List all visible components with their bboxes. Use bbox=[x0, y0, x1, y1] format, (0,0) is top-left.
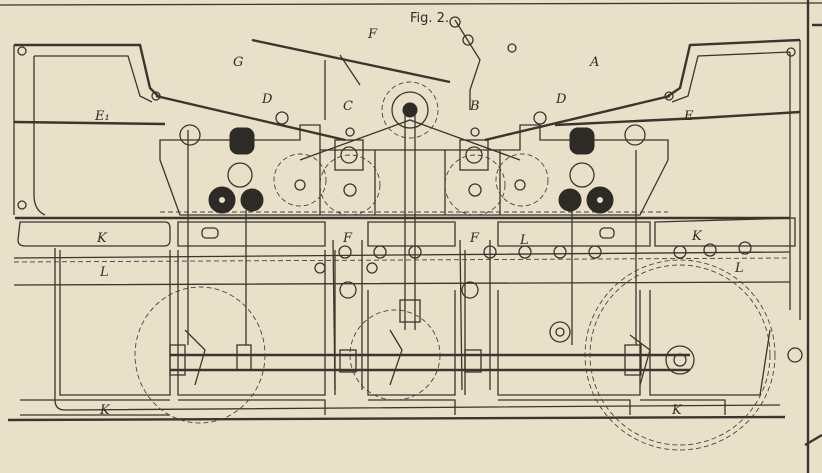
main-shaft bbox=[170, 353, 690, 372]
label-E: E bbox=[683, 109, 694, 124]
label-F-right: F bbox=[469, 231, 480, 246]
figure-title: Fig. 2. bbox=[410, 11, 449, 26]
left-frame-inner bbox=[13, 45, 153, 216]
label-D-right: D bbox=[555, 92, 567, 107]
rail-K-lower bbox=[20, 399, 726, 416]
label-K-lower-left: K bbox=[99, 403, 111, 418]
lower-frame bbox=[54, 248, 781, 411]
right-frame-top bbox=[664, 38, 801, 99]
left-frame-top bbox=[14, 43, 161, 99]
feed-board-F bbox=[251, 38, 451, 84]
flywheel-left bbox=[134, 286, 266, 424]
upper-body bbox=[159, 124, 669, 216]
rail-L bbox=[13, 251, 791, 286]
label-K-upper-left: K bbox=[96, 231, 108, 246]
label-E1: E₁ bbox=[94, 109, 110, 124]
rail-K-upper bbox=[17, 217, 796, 247]
right-frame-inner bbox=[671, 40, 801, 320]
label-F-top: F bbox=[367, 27, 378, 42]
label-F-left: F bbox=[342, 231, 353, 246]
label-B: B bbox=[469, 99, 480, 114]
label-A: A bbox=[589, 55, 599, 70]
label-L-mid: L bbox=[519, 233, 529, 248]
flywheel-right bbox=[584, 259, 776, 451]
label-D-left: D bbox=[261, 92, 273, 107]
label-C: C bbox=[343, 99, 353, 114]
label-L-left: L bbox=[99, 265, 109, 280]
label-K-upper-right: K bbox=[691, 229, 703, 244]
label-L-right: L bbox=[734, 261, 744, 276]
label-G: G bbox=[233, 55, 243, 70]
label-K-lower-right: K bbox=[671, 403, 683, 418]
tape-E bbox=[554, 110, 801, 127]
belts-G-A bbox=[155, 94, 671, 142]
ground-line bbox=[7, 415, 786, 422]
tape-E1 bbox=[13, 120, 166, 126]
